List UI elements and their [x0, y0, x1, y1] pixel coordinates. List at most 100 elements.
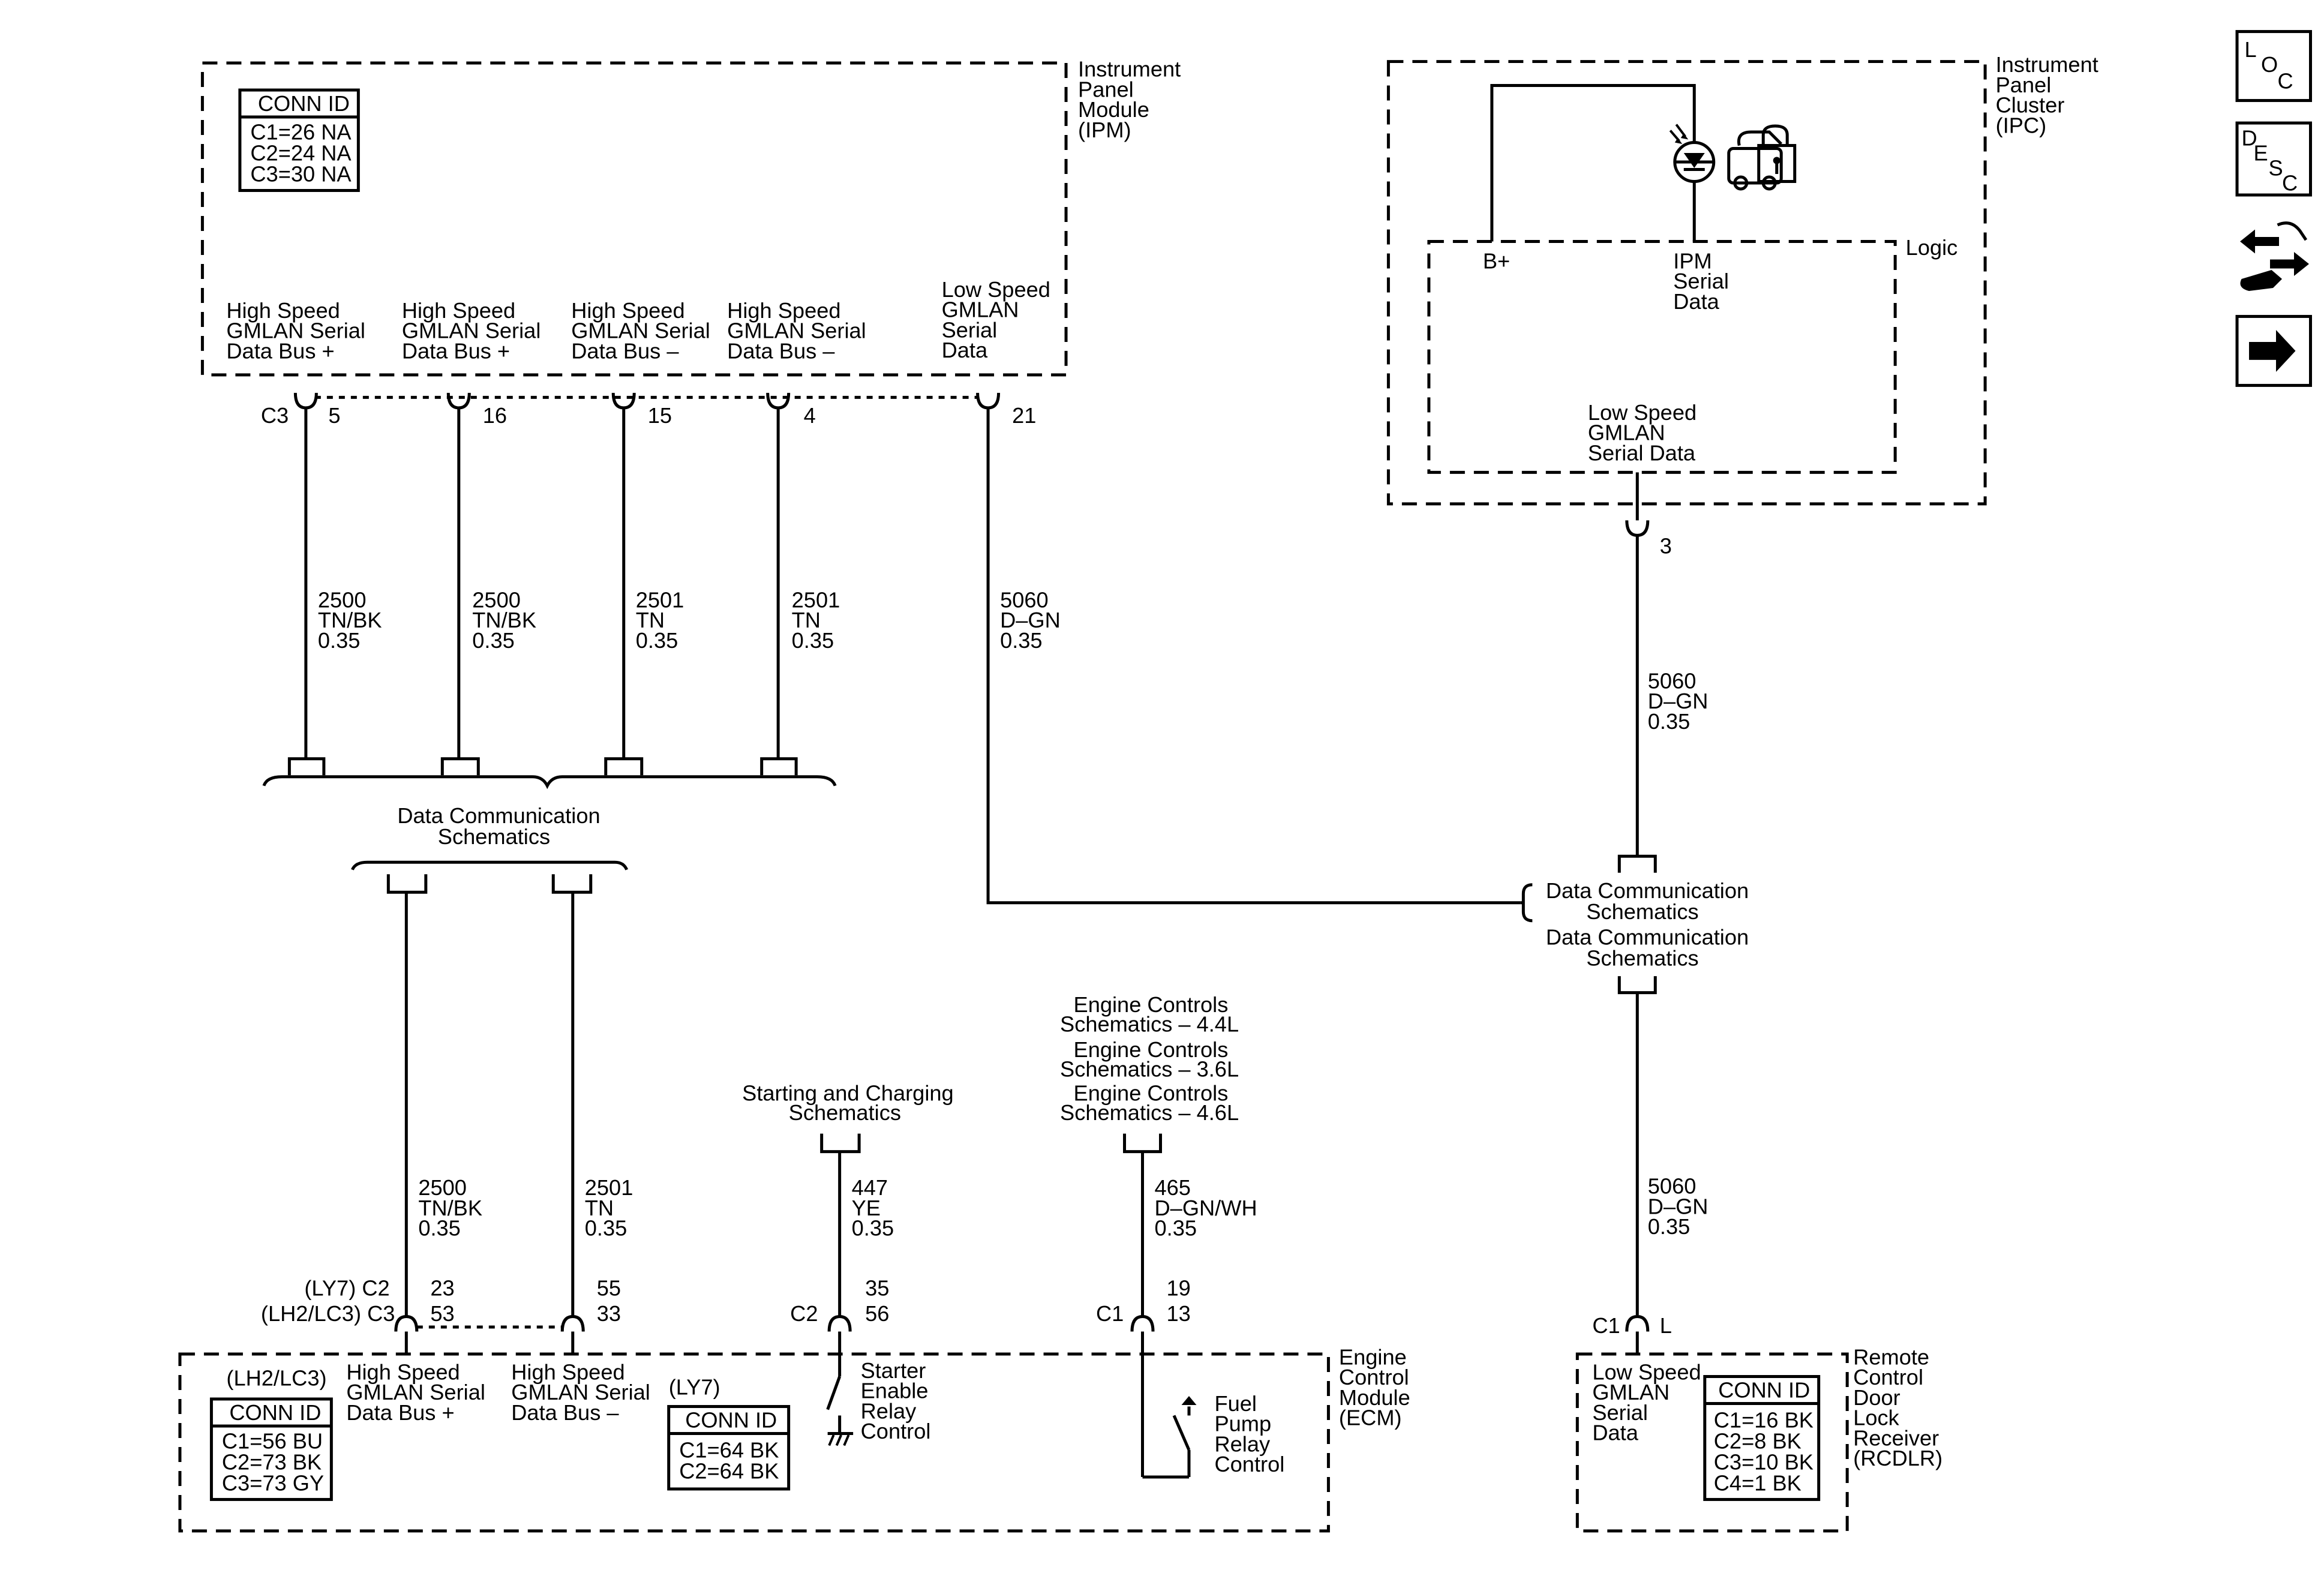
- svg-text:Schematics: Schematics: [1586, 899, 1698, 924]
- svg-text:23: 23: [430, 1276, 454, 1301]
- location-view-button[interactable]: L O C: [2235, 30, 2313, 103]
- ipc-pin-3: 3: [1660, 533, 1672, 558]
- rcdlr-pin-label: Low Speed GMLAN Serial Data: [1592, 1359, 1707, 1445]
- svg-text:Schematics – 4.6L: Schematics – 4.6L: [1060, 1100, 1239, 1125]
- svg-text:Data Communication: Data Communication: [397, 803, 600, 828]
- ipm-pin-16: 16: [483, 403, 507, 428]
- svg-text:C2=8 BK: C2=8 BK: [1714, 1428, 1801, 1453]
- ipm-pin-label-hs-minus-2: High Speed GMLAN Serial Data Bus –: [727, 298, 872, 363]
- ipm-module[interactable]: Instrument Panel Module (IPM) CONN ID C1…: [200, 57, 1187, 377]
- svg-text:13: 13: [1166, 1301, 1190, 1326]
- padlock-icon: [1727, 124, 1797, 191]
- ecm-c2-label: C2: [790, 1301, 818, 1326]
- svg-text:Data Communication: Data Communication: [1546, 878, 1749, 903]
- ipm-pin-label-hs-minus-1: High Speed GMLAN Serial Data Bus –: [571, 298, 716, 363]
- svg-text:33: 33: [597, 1301, 621, 1326]
- svg-text:C1=16 BK: C1=16 BK: [1714, 1407, 1813, 1432]
- svg-text:Schematics: Schematics: [1586, 946, 1698, 971]
- ecm-lh2-label: (LH2/LC3): [226, 1365, 326, 1390]
- rcdlr-boundary: [1575, 1352, 1849, 1533]
- ipc-module[interactable]: Instrument Panel Cluster (IPC) Logic: [1386, 52, 2104, 506]
- svg-text:CONN ID: CONN ID: [258, 91, 350, 116]
- ipc-b-plus-feed: [1490, 84, 1696, 242]
- svg-text:55: 55: [597, 1276, 621, 1301]
- svg-text:53: 53: [430, 1301, 454, 1326]
- ipm-pin-5: 5: [328, 403, 340, 428]
- engine-controls-ref[interactable]: Engine Controls Schematics – 4.4L Engine…: [1060, 992, 1257, 1317]
- rcdlr-pin-l: L: [1660, 1313, 1672, 1338]
- ipm-connector-c3: C3 5 16 15 4 21: [261, 392, 1036, 428]
- svg-text:Starting and Charging: Starting and Charging: [742, 1081, 954, 1106]
- svg-text:L: L: [2245, 37, 2257, 62]
- ecm-hs-plus-label: High Speed GMLAN Serial Data Bus +: [346, 1359, 491, 1424]
- svg-text:19: 19: [1166, 1276, 1190, 1301]
- next-page-button[interactable]: [2235, 314, 2313, 387]
- svg-text:Schematics – 4.4L: Schematics – 4.4L: [1060, 1012, 1239, 1037]
- svg-text:35: 35: [865, 1276, 889, 1301]
- svg-text:C2=24 NA: C2=24 NA: [250, 141, 352, 166]
- svg-text:Data Communication: Data Communication: [1546, 925, 1749, 950]
- ipm-conn-id-table: CONN ID C1=26 NA C2=24 NA C3=30 NA: [238, 88, 360, 193]
- svg-text:CONN ID: CONN ID: [229, 1400, 321, 1425]
- rcdlr-connector-label: C1: [1592, 1313, 1620, 1338]
- svg-text:C3=30 NA: C3=30 NA: [250, 162, 352, 187]
- ecm-ly7-label: (LY7): [669, 1374, 720, 1399]
- ipc-ipm-serial-label: IPM Serial Data: [1673, 248, 1735, 313]
- ipm-connector-label: C3: [261, 403, 289, 428]
- ecm-title: Engine Control Module (ECM): [1339, 1345, 1416, 1430]
- svg-text:C1=56 BU: C1=56 BU: [222, 1428, 323, 1453]
- ipm-pin-4: 4: [804, 403, 816, 428]
- ipc-boundary: [1386, 60, 1987, 506]
- svg-text:C1=64 BK: C1=64 BK: [679, 1437, 779, 1462]
- ecm-fuel-label: Fuel Pump Relay Control: [1214, 1391, 1284, 1476]
- ecm-connectors: (LY7) C2 (LH2/LC3) C3 23 53 55 33 C2 35 …: [261, 1276, 1191, 1355]
- rcdlr-module[interactable]: C1 L Low Speed GMLAN Serial Data CONN ID…: [1575, 1313, 1945, 1533]
- ipc-b-plus-label: B+: [1483, 248, 1510, 273]
- svg-text:Engine Controls: Engine Controls: [1074, 992, 1229, 1017]
- rcdlr-title: Remote Control Door Lock Receiver (RCDLR…: [1853, 1345, 1945, 1471]
- svg-text:C3=73 GY: C3=73 GY: [222, 1470, 324, 1495]
- svg-text:Schematics: Schematics: [789, 1100, 901, 1125]
- ipc-logic-label: Logic: [1906, 235, 1958, 260]
- ecm-lh2-conn-id-table: CONN ID C1=56 BU C2=73 BK C3=73 GY: [209, 1397, 333, 1501]
- ipm-pin-21: 21: [1012, 403, 1036, 428]
- svg-text:Schematics – 3.6L: Schematics – 3.6L: [1060, 1057, 1239, 1082]
- ipm-pin-label-hs-plus-2: High Speed GMLAN Serial Data Bus +: [402, 298, 547, 363]
- arrow-right-icon: [2249, 329, 2296, 372]
- svg-text:O: O: [2261, 52, 2278, 77]
- svg-text:C: C: [2278, 69, 2293, 94]
- ecm-ly7-c2-label: (LY7) C2: [304, 1276, 389, 1301]
- ipm-pin-15: 15: [648, 403, 672, 428]
- ecm-boundary: [178, 1352, 1330, 1533]
- ecm-starter-label: Starter Enable Relay Control: [861, 1358, 935, 1443]
- data-comm-ref-right[interactable]: Data Communication Schematics Data Commu…: [1520, 854, 1749, 1316]
- svg-text:CONN ID: CONN ID: [685, 1407, 777, 1432]
- ecm-ly7-conn-id-table: CONN ID C1=64 BK C2=64 BK: [667, 1404, 791, 1491]
- ecm-hs-minus-label: High Speed GMLAN Serial Data Bus –: [511, 1359, 656, 1424]
- svg-text:Schematics: Schematics: [438, 824, 550, 849]
- ipm-title: Instrument Panel Module (IPM): [1078, 57, 1187, 142]
- data-comm-ref-top[interactable]: Data Communication Schematics: [262, 757, 837, 894]
- rcdlr-conn-id-table: CONN ID C1=16 BK C2=8 BK C3=10 BK C4=1 B…: [1703, 1374, 1821, 1501]
- ipc-title: Instrument Panel Cluster (IPC): [1996, 52, 2104, 137]
- svg-text:E: E: [2254, 141, 2268, 166]
- svg-text:C: C: [2282, 171, 2298, 196]
- description-view-button[interactable]: D E S C: [2235, 121, 2313, 197]
- svg-text:C4=1 BK: C4=1 BK: [1714, 1470, 1801, 1495]
- ecm-module[interactable]: Engine Control Module (ECM) High Speed G…: [178, 1345, 1416, 1533]
- connector-wrench-icon[interactable]: [2240, 221, 2310, 291]
- svg-text:CONN ID: CONN ID: [1718, 1377, 1810, 1402]
